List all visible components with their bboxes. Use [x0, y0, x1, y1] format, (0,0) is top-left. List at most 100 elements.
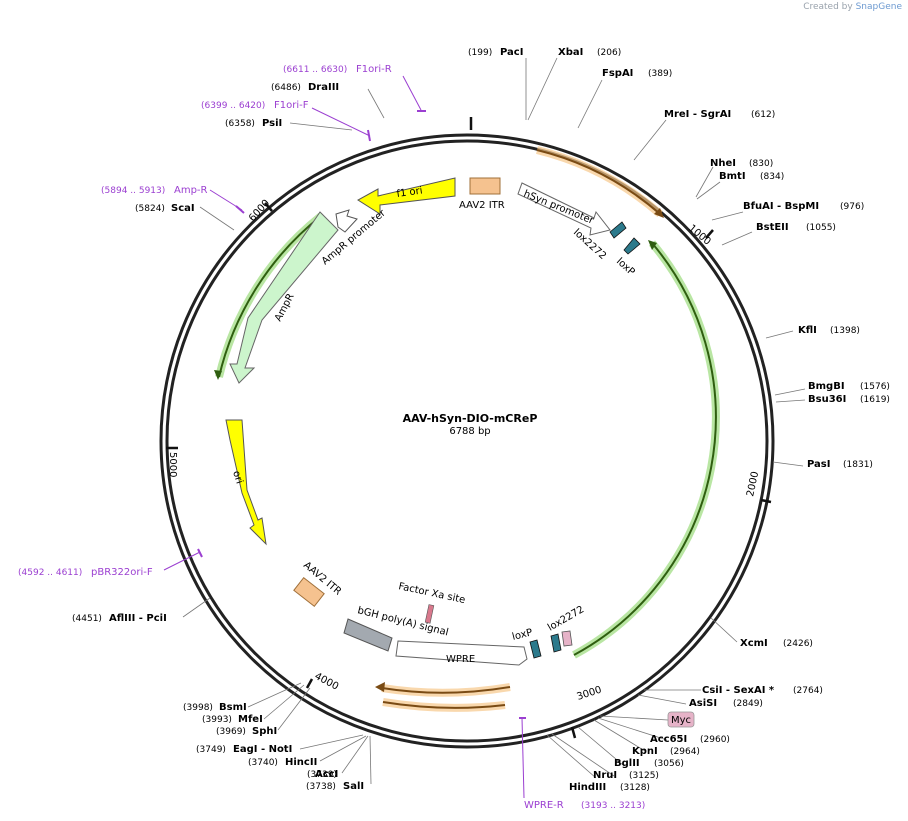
svg-text:(976): (976) [840, 202, 864, 212]
aav2-itr-right-box [293, 576, 325, 608]
svg-text:Acc65I: Acc65I [650, 734, 687, 745]
enzyme-bglII: BglII (3056) [614, 758, 684, 769]
svg-text:Myc: Myc [671, 715, 691, 726]
svg-text:EagI - NotI: EagI - NotI [233, 744, 292, 755]
hsyn-promoter-arrow [517, 182, 611, 236]
svg-text:KflI: KflI [798, 325, 817, 336]
enzyme-leaders [182, 57, 806, 785]
svg-text:5000: 5000 [167, 452, 178, 477]
snapgene-branding: Created by SnapGene [803, 2, 902, 12]
tick-2000: 2000 [745, 470, 772, 504]
svg-text:NruI: NruI [593, 770, 617, 781]
snapgene-logo: SnapGene [855, 2, 902, 12]
svg-text:(4592 .. 4611): (4592 .. 4611) [18, 568, 82, 578]
factor-xa-marker [424, 604, 435, 624]
wpre-label: WPRE [446, 654, 475, 665]
svg-text:AccI: AccI [315, 769, 338, 780]
enzyme-bsmI: (3998) BsmI [183, 702, 247, 713]
svg-text:F1ori-R: F1ori-R [356, 64, 392, 75]
svg-text:(612): (612) [751, 110, 775, 120]
svg-text:FspAI: FspAI [602, 68, 633, 79]
svg-text:KpnI: KpnI [632, 746, 658, 757]
svg-text:(6611 .. 6630): (6611 .. 6630) [283, 65, 347, 75]
svg-text:(206): (206) [597, 48, 621, 58]
aav2-itr-left-box [469, 177, 501, 195]
enzyme-xcmI: XcmI(2426) [740, 638, 813, 649]
svg-text:DraIII: DraIII [308, 82, 339, 93]
primer-f1ori-f: (6399 .. 6420)F1ori-F [201, 100, 309, 111]
enzyme-bmgBI: BmgBI (1576) [808, 381, 890, 392]
svg-text:(389): (389) [648, 69, 672, 79]
svg-text:(3993): (3993) [202, 715, 232, 725]
svg-text:(5824): (5824) [135, 204, 165, 214]
svg-text:XcmI: XcmI [740, 638, 768, 649]
loxp-bottom-marker [529, 639, 542, 659]
enzyme-eagI-notI: (3749) EagI - NotI [196, 744, 292, 755]
svg-text:(3749): (3749) [196, 745, 226, 755]
svg-text:PsiI: PsiI [262, 118, 282, 129]
orf-orange-bottom-2 [382, 698, 506, 712]
enzyme-hindIII: HindIII(3128) [569, 782, 650, 793]
svg-text:(4451): (4451) [72, 614, 102, 624]
ori-arrow [225, 419, 267, 546]
svg-text:BmgBI: BmgBI [808, 381, 845, 392]
svg-text:(834): (834) [760, 172, 784, 182]
loxp-top-label: loxP [614, 256, 637, 278]
svg-text:AsiSI: AsiSI [689, 698, 717, 709]
svg-text:SphI: SphI [252, 726, 277, 737]
bgh-polya-box [343, 618, 393, 652]
enzyme-hincII: (3740) HincII [248, 757, 317, 768]
enzyme-draIII: (6486)DraIII [271, 82, 339, 93]
orf-green-left [214, 212, 324, 380]
svg-text:(3056): (3056) [654, 759, 684, 769]
hsyn-promoter-label: hSyn promoter [522, 189, 596, 227]
svg-text:PacI: PacI [500, 47, 523, 58]
svg-text:(3740): (3740) [248, 758, 278, 768]
svg-text:pBR322ori-F: pBR322ori-F [91, 567, 153, 578]
svg-text:(2764): (2764) [793, 686, 823, 696]
svg-text:MreI - SgrAI: MreI - SgrAI [664, 109, 731, 120]
svg-text:BmtI: BmtI [719, 171, 746, 182]
svg-text:CsiI - SexAI *: CsiI - SexAI * [702, 685, 775, 696]
backbone-outer [159, 133, 775, 749]
enzyme-sphI: (3969)SphI [216, 726, 277, 737]
svg-text:AflIII - PciI: AflIII - PciI [109, 613, 167, 624]
svg-text:2000: 2000 [745, 470, 761, 497]
ori-label: ori [230, 470, 244, 486]
orf-orange-top [536, 146, 664, 218]
enzyme-mreI-sgrAI: MreI - SgrAI (612) [664, 109, 775, 120]
enzyme-aflIII-pciI: (4451) AflIII - PciI [72, 613, 167, 624]
svg-text:BsmI: BsmI [219, 702, 247, 713]
svg-text:(1576): (1576) [860, 382, 890, 392]
tick-4000: 4000 [305, 671, 340, 693]
enzyme-csiI-sexAI: CsiI - SexAI * (2764) [702, 685, 823, 696]
svg-text:(1831): (1831) [843, 460, 873, 470]
enzyme-salI: (3738)SalI [306, 781, 364, 792]
svg-text:(3193 .. 3213): (3193 .. 3213) [581, 801, 645, 811]
svg-text:BglII: BglII [614, 758, 640, 769]
svg-text:NheI: NheI [710, 158, 736, 169]
svg-text:(3125): (3125) [629, 771, 659, 781]
svg-text:(6358): (6358) [225, 119, 255, 129]
f1-ori-arrow [357, 177, 456, 215]
enzyme-psiI: (6358) PsiI [225, 118, 282, 129]
enzyme-bsu36I: Bsu36I(1619) [808, 394, 890, 405]
svg-text:BfuAI - BspMI: BfuAI - BspMI [743, 201, 819, 212]
enzyme-fspAI: FspAI (389) [602, 68, 672, 79]
svg-text:(3739): (3739) [307, 770, 337, 780]
svg-text:HincII: HincII [285, 757, 317, 768]
svg-text:PasI: PasI [807, 459, 830, 470]
svg-text:(2960): (2960) [700, 735, 730, 745]
svg-text:(3998): (3998) [183, 703, 213, 713]
enzyme-kflI: KflI (1398) [798, 325, 860, 336]
plasmid-size: 6788 bp [449, 426, 490, 437]
enzyme-scaI: (5824)ScaI [135, 203, 195, 214]
svg-text:(830): (830) [749, 159, 773, 169]
enzyme-pasI: PasI (1831) [807, 459, 873, 470]
svg-text:HindIII: HindIII [569, 782, 606, 793]
svg-text:(1619): (1619) [860, 395, 890, 405]
ampr-arrow [229, 211, 339, 384]
lox2272-bottom-marker [550, 633, 562, 653]
svg-text:BstEII: BstEII [756, 222, 789, 233]
svg-text:(1398): (1398) [830, 326, 860, 336]
